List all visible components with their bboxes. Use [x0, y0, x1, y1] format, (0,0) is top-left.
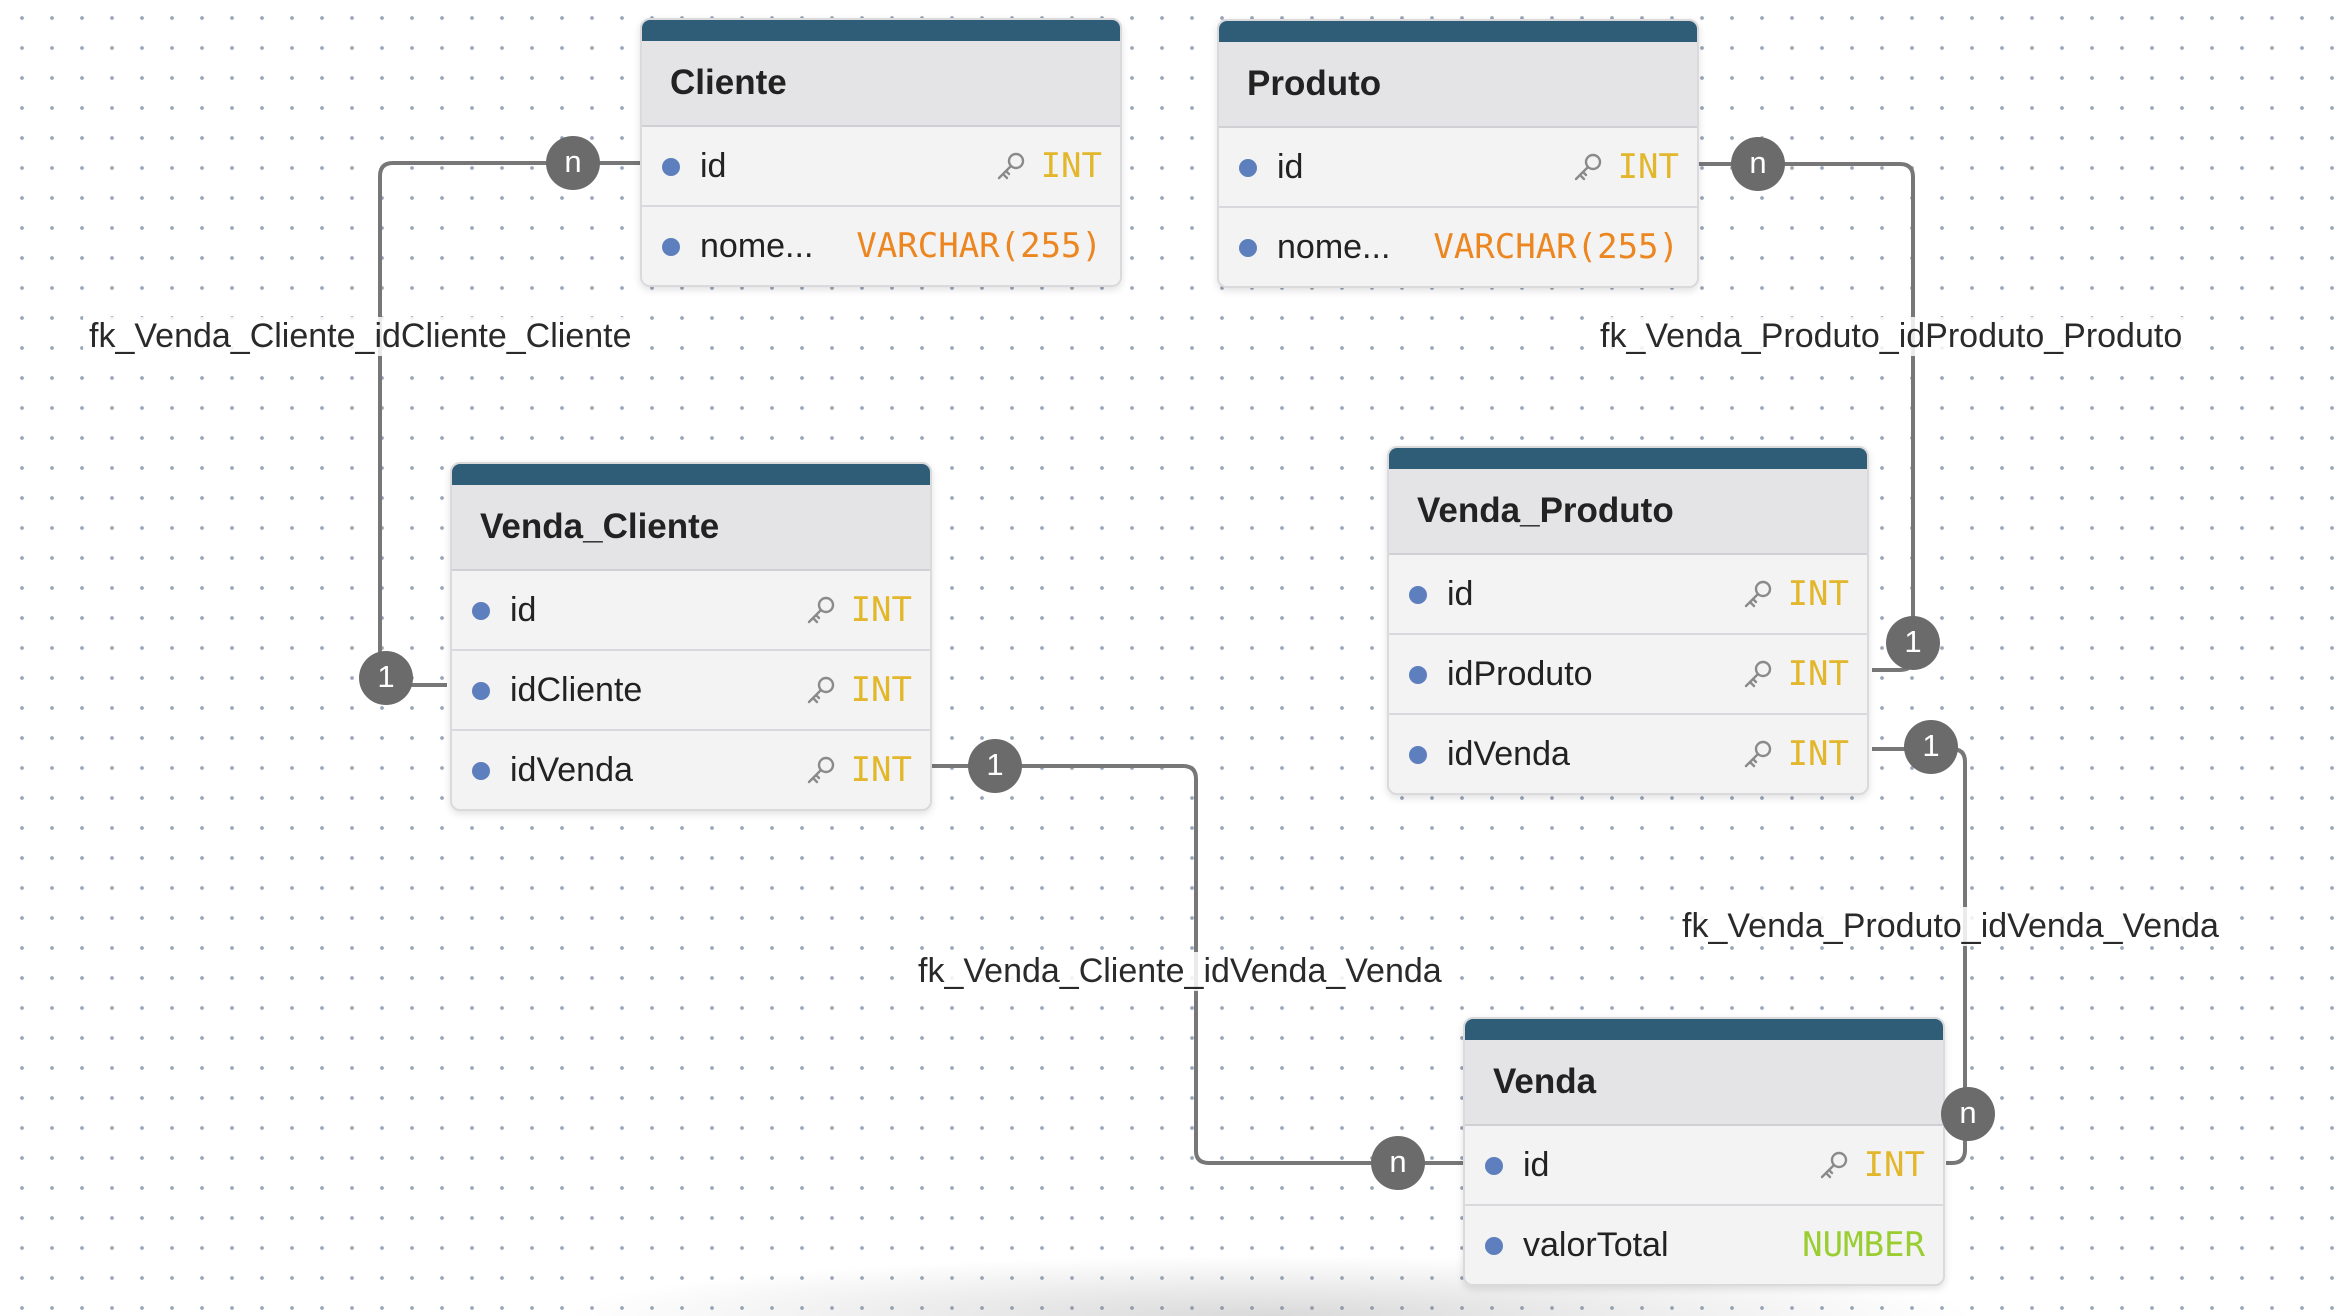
column-type: INT — [850, 670, 912, 710]
table-header-bar — [1465, 1019, 1943, 1040]
table-header-bar — [452, 464, 930, 485]
edge-label-fk-venda-cliente-idcliente[interactable]: fk_Venda_Cliente_idCliente_Cliente — [83, 317, 638, 356]
column-name: id — [1447, 575, 1474, 613]
column-dot-icon — [1239, 239, 1257, 257]
table-title[interactable]: Cliente — [642, 41, 1120, 127]
table-title[interactable]: Venda_Produto — [1389, 469, 1867, 555]
column-name: id — [1523, 1146, 1550, 1184]
column-type: INT — [1787, 734, 1849, 774]
column-type: INT — [1787, 654, 1849, 694]
cardinality-badge[interactable]: 1 — [1886, 616, 1940, 670]
table-header-bar — [1219, 21, 1697, 42]
column-row[interactable]: nome... VARCHAR(255) — [1219, 208, 1697, 286]
key-icon — [1744, 660, 1772, 688]
edge-label-fk-venda-produto-idproduto[interactable]: fk_Venda_Produto_idProduto_Produto — [1594, 317, 2189, 356]
cardinality-badge[interactable]: n — [1731, 137, 1785, 191]
column-row[interactable]: valorTotal NUMBER — [1465, 1206, 1943, 1284]
column-dot-icon — [472, 762, 490, 780]
column-name: valorTotal — [1523, 1226, 1669, 1264]
column-dot-icon — [662, 158, 680, 176]
key-icon — [1574, 153, 1602, 181]
column-dot-icon — [1239, 159, 1257, 177]
column-name: idVenda — [1447, 735, 1570, 773]
column-row[interactable]: id INT — [642, 127, 1120, 207]
column-row[interactable]: idVenda INT — [1389, 715, 1867, 793]
edge-label-fk-venda-cliente-idvenda[interactable]: fk_Venda_Cliente_idVenda_Venda — [912, 952, 1448, 991]
column-name: nome... — [1277, 228, 1391, 266]
column-dot-icon — [1409, 666, 1427, 684]
column-type: INT — [1863, 1145, 1925, 1185]
column-dot-icon — [472, 682, 490, 700]
column-name: idCliente — [510, 671, 643, 709]
cardinality-badge[interactable]: 1 — [968, 739, 1022, 793]
column-dot-icon — [1485, 1157, 1503, 1175]
column-dot-icon — [662, 238, 680, 256]
column-type: VARCHAR(255) — [856, 226, 1102, 266]
column-name: id — [1277, 148, 1304, 186]
column-name: idProduto — [1447, 655, 1593, 693]
cardinality-badge[interactable]: n — [546, 136, 600, 190]
key-icon — [807, 756, 835, 784]
column-type: INT — [1787, 574, 1849, 614]
key-icon — [1744, 580, 1772, 608]
table-title[interactable]: Produto — [1219, 42, 1697, 128]
column-row[interactable]: id INT — [1465, 1126, 1943, 1206]
column-row[interactable]: id INT — [1219, 128, 1697, 208]
column-dot-icon — [472, 602, 490, 620]
column-type: NUMBER — [1802, 1225, 1925, 1265]
table-title[interactable]: Venda_Cliente — [452, 485, 930, 571]
key-icon — [1744, 740, 1772, 768]
column-row[interactable]: nome... VARCHAR(255) — [642, 207, 1120, 285]
column-row[interactable]: id INT — [452, 571, 930, 651]
column-name: nome... — [700, 227, 814, 265]
column-type: INT — [1617, 147, 1679, 187]
cardinality-badge[interactable]: n — [1941, 1087, 1995, 1141]
column-row[interactable]: idProduto INT — [1389, 635, 1867, 715]
cardinality-badge[interactable]: 1 — [359, 651, 413, 705]
key-icon — [807, 676, 835, 704]
column-row[interactable]: id INT — [1389, 555, 1867, 635]
table-venda-produto[interactable]: Venda_Produto id INT idProduto INT idVen… — [1387, 446, 1869, 795]
table-header-bar — [642, 20, 1120, 41]
table-cliente[interactable]: Cliente id INT nome... VARCHAR(255) — [640, 18, 1122, 287]
key-icon — [1820, 1151, 1848, 1179]
column-dot-icon — [1409, 746, 1427, 764]
table-header-bar — [1389, 448, 1867, 469]
cardinality-badge[interactable]: 1 — [1904, 720, 1958, 774]
column-row[interactable]: idCliente INT — [452, 651, 930, 731]
key-icon — [807, 596, 835, 624]
column-name: id — [700, 147, 727, 185]
column-dot-icon — [1409, 586, 1427, 604]
table-title[interactable]: Venda — [1465, 1040, 1943, 1126]
column-row[interactable]: idVenda INT — [452, 731, 930, 809]
column-type: INT — [850, 750, 912, 790]
table-produto[interactable]: Produto id INT nome... VARCHAR(255) — [1217, 19, 1699, 288]
column-name: id — [510, 591, 537, 629]
edge-label-fk-venda-produto-idvenda[interactable]: fk_Venda_Produto_idVenda_Venda — [1676, 907, 2225, 946]
column-type: VARCHAR(255) — [1433, 227, 1679, 267]
table-venda[interactable]: Venda id INT valorTotal NUMBER — [1463, 1017, 1945, 1286]
key-icon — [997, 152, 1025, 180]
column-type: INT — [1040, 146, 1102, 186]
cardinality-badge[interactable]: n — [1371, 1136, 1425, 1190]
column-name: idVenda — [510, 751, 633, 789]
column-dot-icon — [1485, 1237, 1503, 1255]
table-venda-cliente[interactable]: Venda_Cliente id INT idCliente INT idVen… — [450, 462, 932, 811]
column-type: INT — [850, 590, 912, 630]
